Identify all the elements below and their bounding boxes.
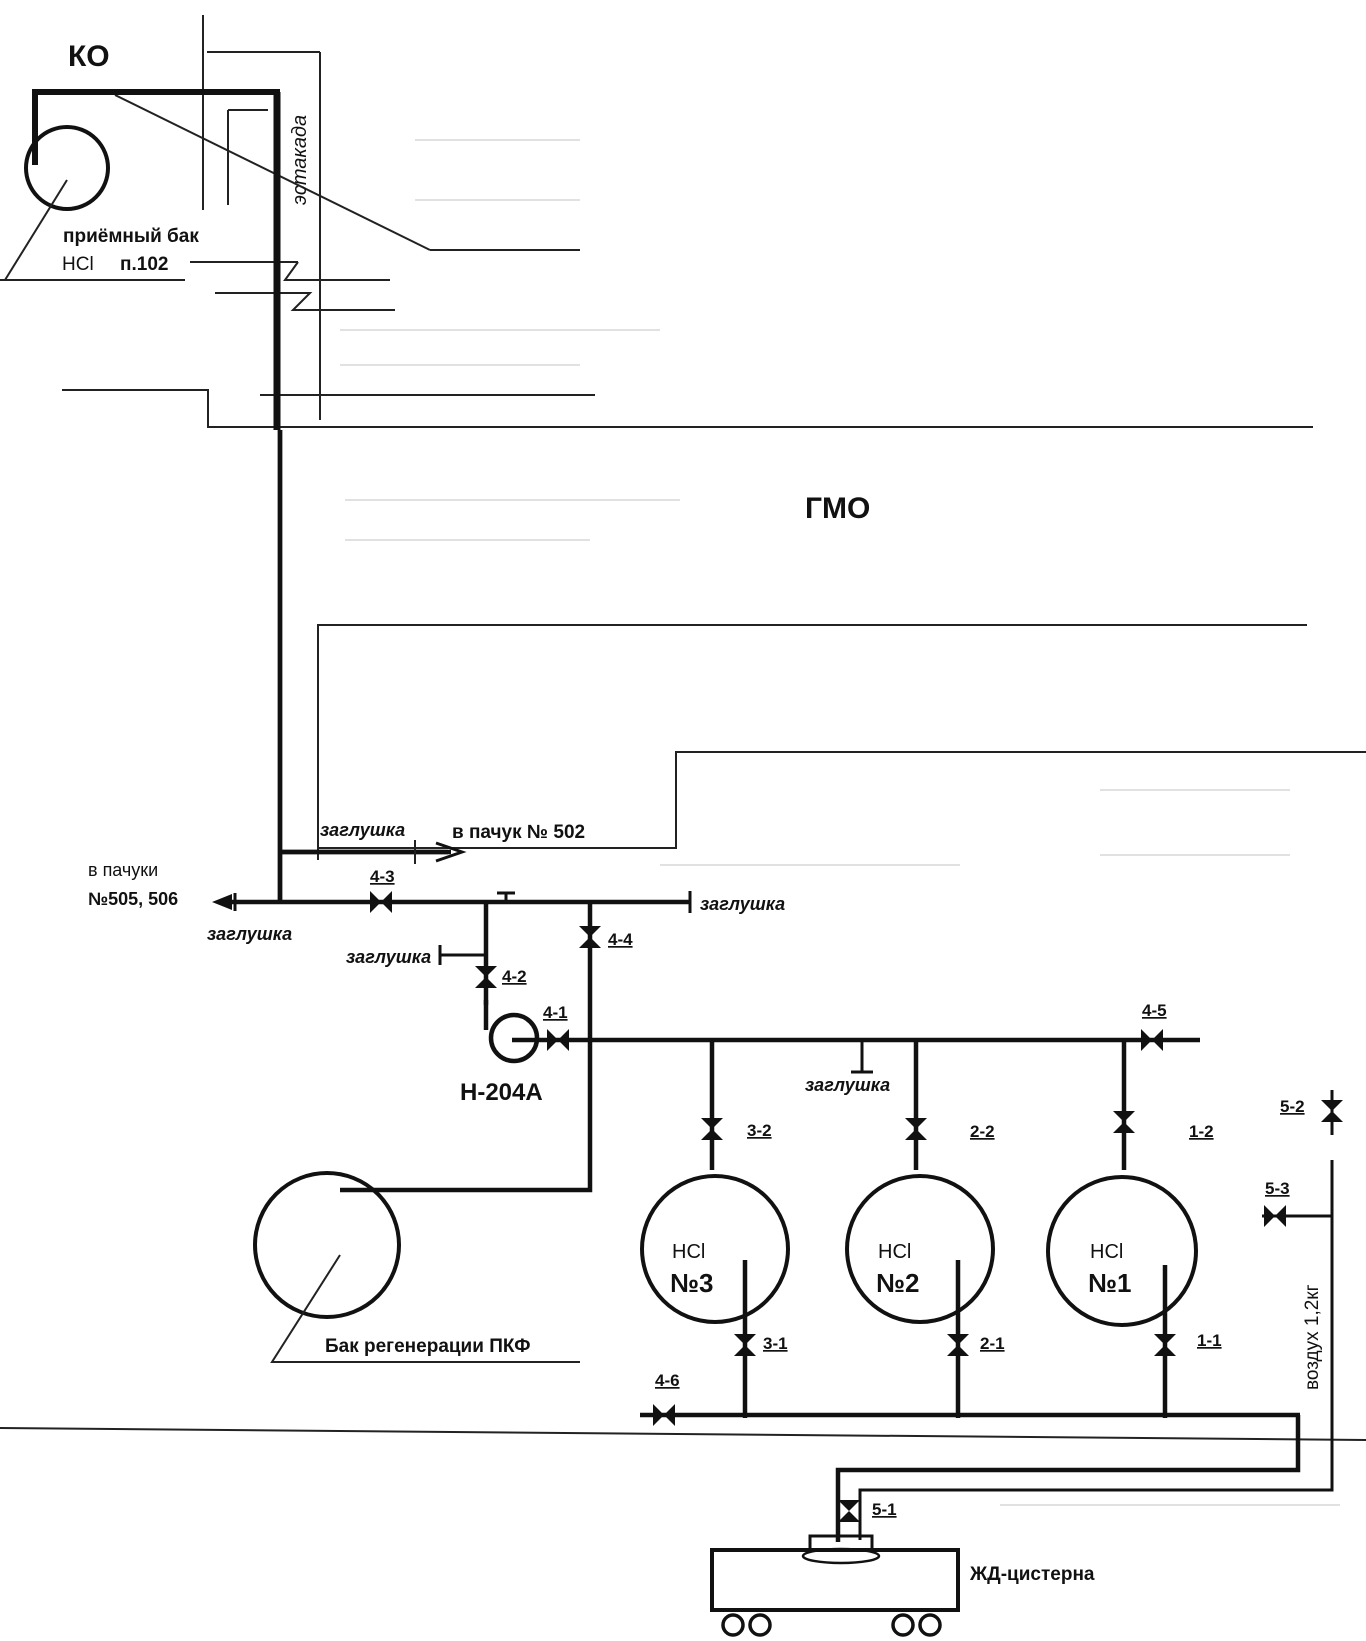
- valve-3-2-icon: [701, 1118, 723, 1140]
- valve-4-1-icon: [547, 1029, 569, 1051]
- pump: [483, 1000, 1200, 1064]
- to-pachuk-502-label: в пачук № 502: [452, 822, 585, 843]
- valve-4-2-icon: [475, 966, 497, 988]
- background-outlines: [340, 139, 1340, 1506]
- valves: [370, 891, 1343, 1522]
- valve-label-1-1: 1-1: [1197, 1331, 1222, 1350]
- plug-label-pump: заглушка: [346, 947, 431, 967]
- main-riser: [277, 430, 467, 902]
- tank-3-formula: HCl: [672, 1241, 705, 1263]
- valve-label-2-1: 2-1: [980, 1334, 1005, 1353]
- to-pachuki-label: в пачуки: [88, 860, 158, 880]
- receiver-tank-formula: HCl: [62, 254, 94, 275]
- plug-label-left: заглушка: [207, 924, 292, 944]
- valve-label-2-2: 2-2: [970, 1122, 995, 1141]
- valve-label-5-3: 5-3: [1265, 1179, 1290, 1198]
- top-header: [212, 891, 692, 1193]
- pump-label: Н-204А: [460, 1079, 543, 1106]
- building-lines: [0, 15, 1366, 1441]
- tank-1-formula: HCl: [1090, 1241, 1123, 1263]
- valve-label-4-1: 4-1: [543, 1003, 568, 1022]
- air-label: воздух 1,2кг: [1302, 1284, 1323, 1390]
- valve-label-4-5: 4-5: [1142, 1001, 1167, 1020]
- ko-label: КО: [68, 40, 110, 73]
- valve-4-6-icon: [653, 1404, 675, 1426]
- valve-3-1-icon: [734, 1334, 756, 1356]
- valve-label-4-2: 4-2: [502, 967, 527, 986]
- tank-2-number: №2: [876, 1268, 919, 1298]
- valve-2-2-icon: [905, 1118, 927, 1140]
- valve-5-1-icon: [838, 1500, 860, 1522]
- tank-branches: [709, 1040, 1127, 1170]
- valve-4-5-icon: [1141, 1029, 1163, 1051]
- valve-5-2-icon: [1321, 1100, 1343, 1122]
- valve-label-1-2: 1-2: [1189, 1122, 1214, 1141]
- plug-label-header: заглушка: [805, 1075, 890, 1095]
- valve-label-3-1: 3-1: [763, 1334, 788, 1353]
- hcl-tank-2: [845, 1174, 995, 1418]
- estakada-label: эстакада: [289, 115, 311, 205]
- regen-tank: [253, 1171, 580, 1363]
- valve-label-4-4: 4-4: [608, 930, 633, 949]
- plug-label-right: заглушка: [700, 894, 785, 914]
- gmo-label: ГМО: [805, 492, 870, 525]
- valve-2-1-icon: [947, 1334, 969, 1356]
- to-pachuki-numbers: №505, 506: [88, 889, 178, 909]
- valve-1-2-icon: [1113, 1111, 1135, 1133]
- rail-tank: [710, 1534, 960, 1637]
- receiver-tank: [4, 89, 281, 430]
- receiver-tank-label: приёмный бак: [63, 226, 199, 247]
- tank-1-number: №1: [1088, 1268, 1131, 1298]
- valve-4-3-icon: [370, 891, 392, 913]
- regen-tank-label: Бак регенерации ПКФ: [325, 1336, 530, 1357]
- valve-label-5-2: 5-2: [1280, 1097, 1305, 1116]
- rail-tank-label: ЖД-цистерна: [969, 1564, 1095, 1585]
- valve-label-3-2: 3-2: [747, 1121, 772, 1140]
- valve-1-1-icon: [1154, 1334, 1176, 1356]
- valve-5-3-icon: [1264, 1205, 1286, 1227]
- valve-4-4-icon: [579, 926, 601, 948]
- valve-label-5-1: 5-1: [872, 1500, 897, 1519]
- valve-label-4-3: 4-3: [370, 867, 395, 886]
- tank-3-number: №3: [670, 1268, 713, 1298]
- tank-2-formula: HCl: [878, 1241, 911, 1263]
- receiver-tank-ref: п.102: [120, 254, 168, 275]
- valve-label-4-6: 4-6: [655, 1371, 680, 1390]
- bottom-header: [640, 1090, 1334, 1542]
- plug-label-502: заглушка: [320, 820, 405, 840]
